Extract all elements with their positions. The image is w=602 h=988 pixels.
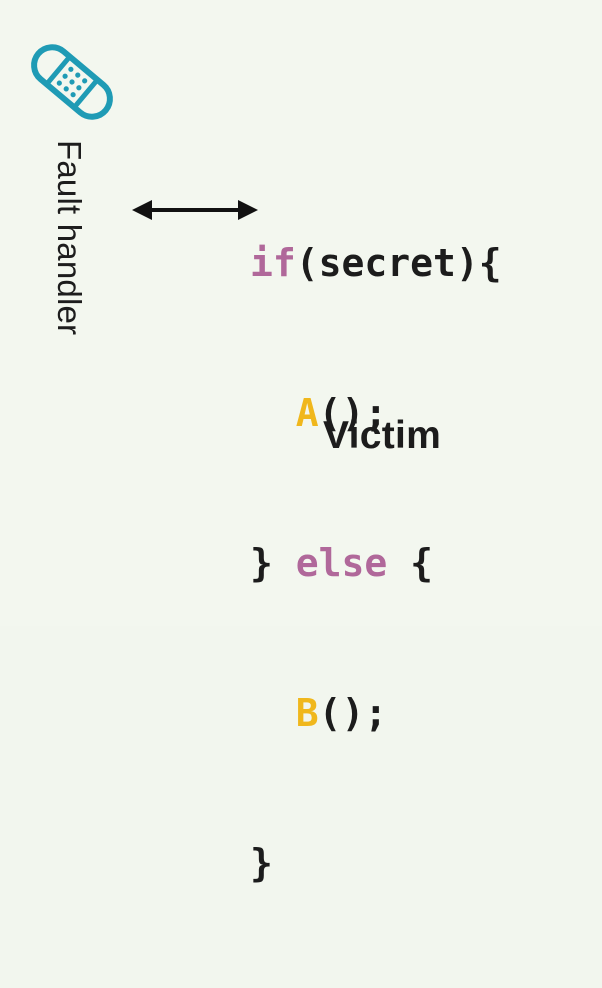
double-arrow-icon xyxy=(132,200,258,220)
slide-canvas: Fault handler if(secret){ A(); } else { … xyxy=(31,44,502,885)
fault-handler-label: Fault handler xyxy=(51,140,88,336)
keyword-if: if xyxy=(250,241,296,285)
code-text: (secret){ xyxy=(295,241,502,285)
code-text: { xyxy=(387,541,434,585)
code-brace: } xyxy=(250,841,273,885)
code-line-call-b: B(); xyxy=(250,688,502,738)
victim-label: Victim xyxy=(323,414,442,457)
code-indent xyxy=(250,691,296,735)
bandage-icon xyxy=(31,44,113,120)
keyword-else: else xyxy=(295,541,388,585)
code-text: (); xyxy=(318,691,388,735)
code-line-if: if(secret){ xyxy=(250,238,502,288)
code-line-call-a: A(); xyxy=(250,388,502,438)
function-call-a: A xyxy=(295,391,319,435)
code-brace: } xyxy=(250,541,296,585)
code-text: (); xyxy=(318,391,388,435)
code-block: if(secret){ A(); } else { B(); } xyxy=(250,138,502,988)
code-line-else: } else { xyxy=(250,538,502,588)
function-call-b: B xyxy=(295,691,319,735)
code-indent xyxy=(250,391,296,435)
code-line-close: } xyxy=(250,838,502,888)
